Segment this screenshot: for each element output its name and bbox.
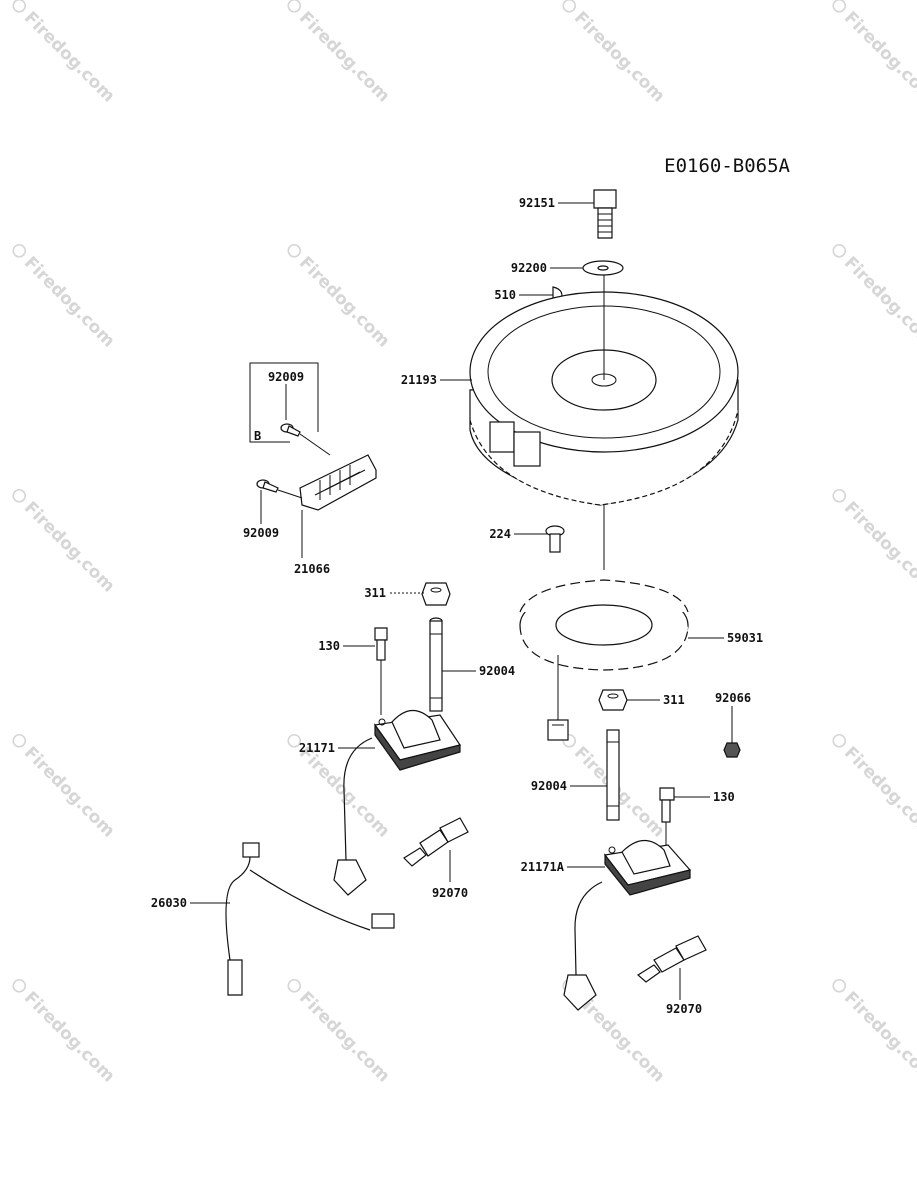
flywheel-bolt xyxy=(593,189,617,239)
label-21193: 21193 xyxy=(401,373,437,387)
svg-text:Firedog.com: Firedog.com xyxy=(20,8,119,107)
stator xyxy=(519,579,689,741)
label-92070-right: 92070 xyxy=(666,1002,702,1016)
label-92004-right: 92004 xyxy=(531,779,567,793)
small-nut xyxy=(723,742,741,758)
watermark: Firedog.com xyxy=(287,243,394,352)
svg-text:Firedog.com: Firedog.com xyxy=(840,988,917,1087)
flywheel-washer xyxy=(582,260,624,276)
label-130-right: 130 xyxy=(713,790,735,804)
svg-text:Firedog.com: Firedog.com xyxy=(840,743,917,842)
regulator-bolt-lower xyxy=(256,479,303,499)
svg-text:Firedog.com: Firedog.com xyxy=(840,253,917,352)
svg-text:Firedog.com: Firedog.com xyxy=(295,253,394,352)
label-21171: 21171 xyxy=(299,741,335,755)
label-92070-left: 92070 xyxy=(432,886,468,900)
watermark: Firedog.com xyxy=(12,243,119,352)
label-92009-upper: 92009 xyxy=(268,370,304,384)
svg-text:Firedog.com: Firedog.com xyxy=(20,988,119,1087)
label-92151: 92151 xyxy=(519,196,555,210)
stud-left xyxy=(429,617,443,712)
watermark: Firedog.com xyxy=(287,0,394,107)
diagram-code: E0160-B065A xyxy=(664,155,790,177)
watermark: Firedog.com xyxy=(287,978,394,1087)
watermark: Firedog.com xyxy=(832,243,917,352)
label-59031: 59031 xyxy=(727,631,763,645)
label-311-upper: 311 xyxy=(364,586,386,600)
regulator xyxy=(299,454,377,511)
ignition-coil-left xyxy=(333,709,461,896)
label-21066: 21066 xyxy=(294,562,330,576)
watermark: Firedog.com xyxy=(12,733,119,842)
label-21171A: 21171A xyxy=(521,860,565,874)
label-130-left: 130 xyxy=(318,639,340,653)
spark-plug-left xyxy=(403,817,469,867)
regulator-bolt-upper xyxy=(280,423,331,456)
coil-bolt-left xyxy=(374,627,388,715)
watermark: Firedog.com xyxy=(832,733,917,842)
watermark: Firedog.com xyxy=(12,978,119,1087)
label-92066: 92066 xyxy=(715,691,751,705)
label-26030: 26030 xyxy=(151,896,187,910)
label-224: 224 xyxy=(489,527,511,541)
watermark: Firedog.com xyxy=(832,488,917,597)
label-92009-lower: 92009 xyxy=(243,526,279,540)
svg-text:Firedog.com: Firedog.com xyxy=(20,498,119,597)
stator-screw xyxy=(545,525,565,553)
svg-text:Firedog.com: Firedog.com xyxy=(570,8,669,107)
watermark: Firedog.com xyxy=(12,488,119,597)
label-510: 510 xyxy=(494,288,516,302)
nut-upper xyxy=(421,582,451,606)
nut-lower xyxy=(598,689,628,711)
svg-text:Firedog.com: Firedog.com xyxy=(295,8,394,107)
box-b xyxy=(249,362,319,443)
part-labels: 92151 92200 510 21193 92009 92009 21066 … xyxy=(151,196,763,1016)
watermark: Firedog.com xyxy=(832,0,917,107)
label-311-lower: 311 xyxy=(663,693,685,707)
ignition-coil-right xyxy=(563,839,692,1011)
watermark: Firedog.com xyxy=(832,978,917,1087)
svg-text:Firedog.com: Firedog.com xyxy=(295,988,394,1087)
svg-text:Firedog.com: Firedog.com xyxy=(840,498,917,597)
watermark: Firedog.com xyxy=(12,0,119,107)
leader-lines xyxy=(190,202,733,1000)
svg-text:Firedog.com: Firedog.com xyxy=(20,743,119,842)
flywheel xyxy=(469,275,739,570)
wire-harness xyxy=(225,842,395,996)
svg-text:Firedog.com: Firedog.com xyxy=(840,8,917,107)
label-92004-left: 92004 xyxy=(479,664,515,678)
svg-text:Firedog.com: Firedog.com xyxy=(20,253,119,352)
box-letter: B xyxy=(254,429,261,443)
spark-plug-right xyxy=(636,935,707,983)
label-92200: 92200 xyxy=(511,261,547,275)
watermark: Firedog.com xyxy=(562,0,669,107)
stud-right xyxy=(606,729,620,821)
